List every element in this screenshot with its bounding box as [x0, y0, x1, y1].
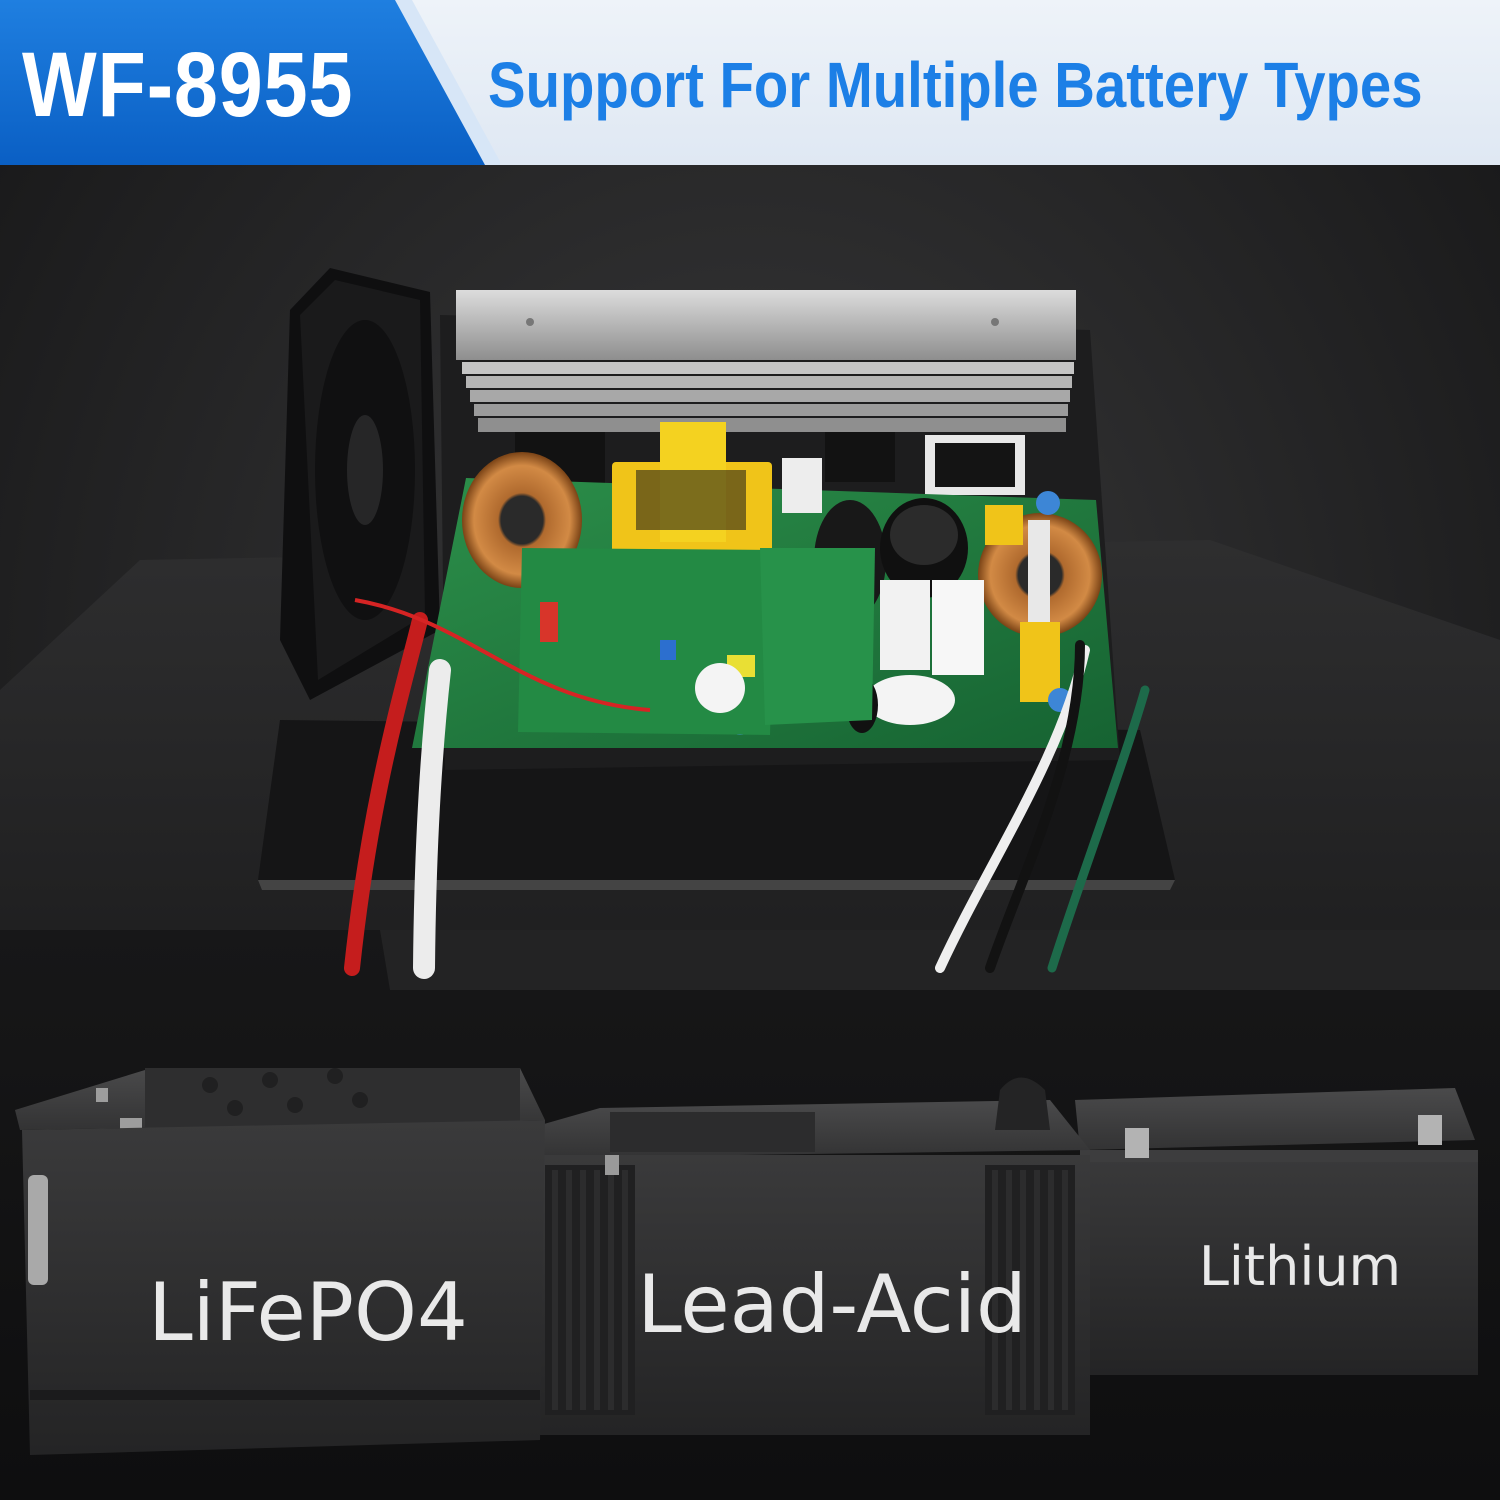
power-wires [344, 598, 1150, 979]
product-scene: LiFePO4 Lead-Acid Lithium [0, 268, 1500, 1500]
battery-label-lithium: Lithium [1199, 1235, 1401, 1298]
battery-label-lifepo4: LiFePO4 [148, 1266, 468, 1359]
battery-label-lead-acid: Lead-Acid [637, 1258, 1027, 1351]
model-name: WF-8955 [22, 34, 354, 136]
heatsink-icon [456, 290, 1076, 495]
battery-icon [525, 1077, 1090, 1435]
battery-icon [1075, 1088, 1478, 1375]
fan-icon [280, 268, 440, 700]
header-banner: WF-8955 Support For Multiple Battery Typ… [0, 0, 1500, 165]
headline: Support For Multiple Battery Types [488, 49, 1423, 121]
circuit-board-icon [412, 422, 1118, 748]
battery-icon [15, 1068, 545, 1455]
model-badge [0, 0, 490, 165]
